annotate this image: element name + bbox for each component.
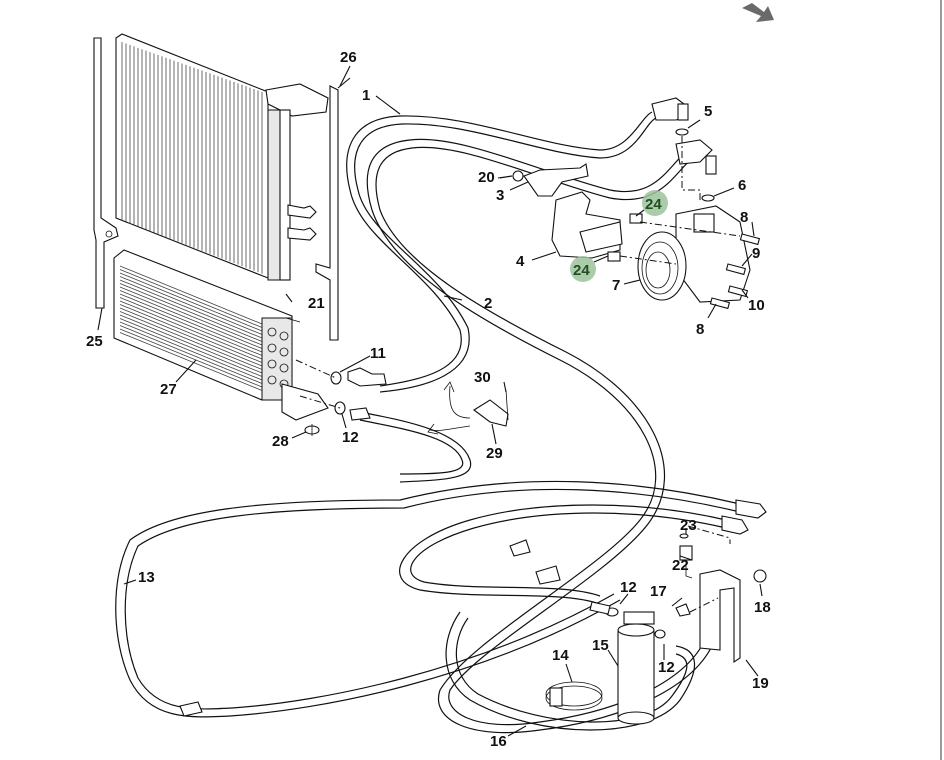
- fittings: [675, 103, 717, 202]
- callout-14[interactable]: 14: [552, 647, 569, 664]
- cooler-fin: [119, 265, 263, 325]
- callout-8-upper[interactable]: 8: [740, 209, 748, 226]
- callout-8-lower[interactable]: 8: [696, 321, 704, 338]
- callout-18[interactable]: 18: [754, 599, 771, 616]
- callout-12-drier-out[interactable]: 12: [658, 659, 675, 676]
- callout-1[interactable]: 1: [362, 87, 370, 104]
- hose-16: [445, 611, 696, 731]
- washer: [304, 424, 320, 436]
- callout-29[interactable]: 29: [486, 445, 503, 462]
- callout-12-drier-in[interactable]: 12: [620, 579, 637, 596]
- callout-13[interactable]: 13: [138, 569, 155, 586]
- callout-7[interactable]: 7: [612, 277, 620, 294]
- callout-17[interactable]: 17: [650, 583, 667, 600]
- callout-3[interactable]: 3: [496, 187, 504, 204]
- callout-11[interactable]: 11: [370, 345, 386, 362]
- hose-cooler-line: [347, 367, 472, 483]
- cooler-fin: [119, 293, 263, 353]
- cooler-fin: [119, 328, 263, 388]
- hose-13: [115, 480, 767, 718]
- side-bracket-left: [93, 37, 119, 309]
- highlight-24-upper[interactable]: [642, 190, 668, 216]
- callout-24-upper[interactable]: 24: [645, 196, 662, 213]
- condenser: [115, 33, 329, 281]
- receiver-drier: [589, 601, 666, 725]
- hose-discharge: [399, 504, 749, 605]
- cooler-fin: [119, 283, 263, 342]
- callout-27[interactable]: 27: [160, 381, 177, 398]
- cooler-fin: [119, 307, 263, 367]
- callout-9[interactable]: 9: [752, 245, 760, 262]
- hose-clamp: [545, 681, 603, 711]
- cooler-fin: [119, 279, 263, 339]
- leader-lines: [97, 65, 763, 737]
- callout-26[interactable]: 26: [340, 49, 357, 66]
- callout-30[interactable]: 30: [474, 369, 491, 386]
- bolts: [619, 221, 761, 310]
- callout-21[interactable]: 21: [308, 295, 325, 312]
- suction-hose: [366, 138, 713, 734]
- cooler-fin: [119, 314, 263, 374]
- cooler-fin: [119, 276, 263, 335]
- callout-16[interactable]: 16: [490, 733, 507, 750]
- cooler-fin: [119, 300, 263, 360]
- callout-22[interactable]: 22: [672, 557, 689, 574]
- oil-cooler: [113, 249, 329, 421]
- callout-28[interactable]: 28: [272, 433, 289, 450]
- callout-10[interactable]: 10: [748, 297, 765, 314]
- cooler-fin: [119, 318, 263, 377]
- pressure-hose: [346, 97, 685, 393]
- callout-5[interactable]: 5: [704, 103, 712, 120]
- cooler-fin: [119, 321, 263, 381]
- callout-23[interactable]: 23: [680, 517, 697, 534]
- cooler-fin: [119, 269, 263, 328]
- callout-24-lower[interactable]: 24: [573, 262, 590, 279]
- page-border: [940, 0, 942, 760]
- bracket-19: [675, 569, 767, 664]
- cooler-fin: [119, 272, 263, 332]
- callout-25[interactable]: 25: [86, 333, 103, 350]
- cooler-fin: [119, 304, 263, 363]
- callout-19[interactable]: 19: [752, 675, 769, 692]
- next-page-arrow-icon[interactable]: [742, 3, 774, 22]
- compressor: [637, 205, 751, 303]
- cooler-fin: [119, 325, 263, 384]
- callout-6[interactable]: 6: [738, 177, 746, 194]
- callout-4[interactable]: 4: [516, 253, 525, 270]
- o-rings-cooler: [295, 359, 346, 415]
- side-bracket-right: [315, 85, 339, 341]
- cooler-fin: [119, 311, 263, 370]
- cooler-fin: [119, 286, 263, 346]
- callout-15[interactable]: 15: [592, 637, 609, 654]
- cooler-fin: [119, 290, 263, 349]
- callout-12-cooler[interactable]: 12: [342, 429, 359, 446]
- compressor-bracket: [551, 191, 623, 259]
- cooler-fin: [119, 332, 263, 391]
- highlight-24-lower[interactable]: [570, 256, 596, 282]
- cooler-fin: [119, 297, 263, 356]
- callout-20[interactable]: 20: [478, 169, 495, 186]
- clamp-29: [427, 381, 509, 435]
- callout-2[interactable]: 2: [484, 295, 492, 312]
- bracket-3: [512, 163, 589, 197]
